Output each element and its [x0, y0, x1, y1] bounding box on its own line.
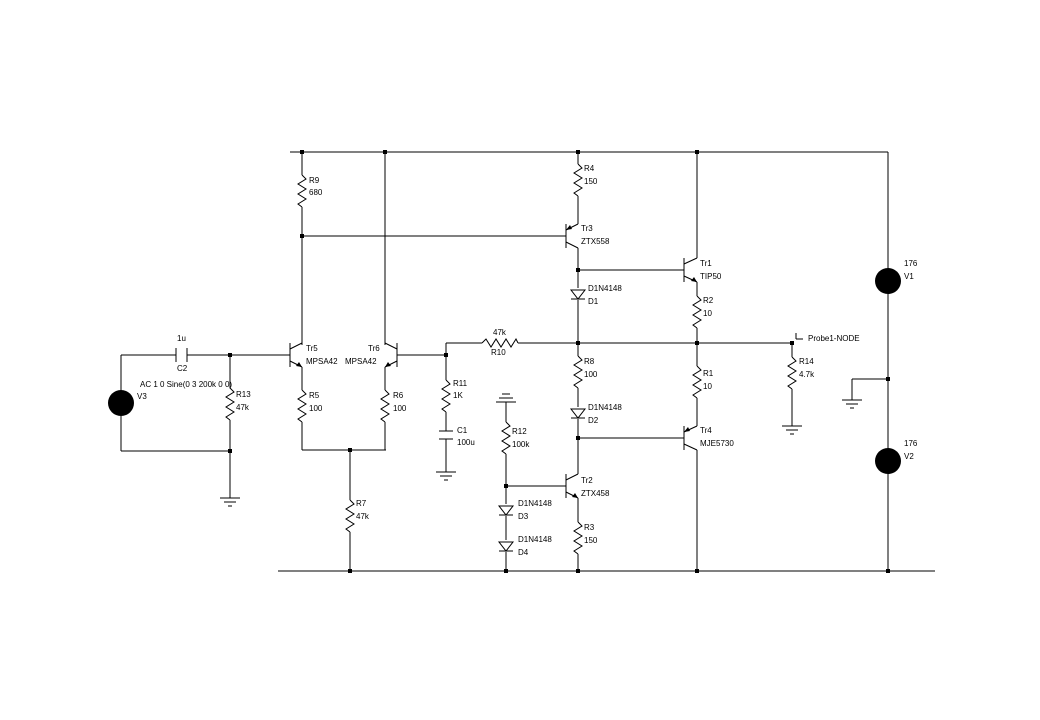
resistor-r4[interactable]: R4 150 [573, 163, 598, 197]
r3-value: 150 [584, 536, 598, 545]
d3-ref: D3 [518, 512, 529, 521]
tr6-value: MPSA42 [345, 357, 377, 366]
tr1-value: TIP50 [700, 272, 722, 281]
transistor-tr6[interactable]: Tr6 MPSA42 [345, 342, 398, 368]
v3-ref: V3 [137, 392, 147, 401]
r12-ref: R12 [512, 427, 527, 436]
resistor-r9[interactable]: R9 680 [297, 174, 323, 208]
r7-value: 47k [356, 512, 370, 521]
probe-label: Probe1-NODE [808, 334, 860, 343]
capacitor-c1[interactable]: C1 100u [439, 426, 475, 447]
r14-value: 4.7k [799, 370, 815, 379]
resistor-r10[interactable]: 47k R10 [481, 328, 519, 357]
d3-value: D1N4148 [518, 499, 552, 508]
transistor-tr2[interactable]: Tr2 ZTX458 [565, 473, 610, 499]
r1-ref: R1 [703, 369, 714, 378]
r4-value: 150 [584, 177, 598, 186]
d2-value: D1N4148 [588, 403, 622, 412]
v1-value: 176 [904, 259, 918, 268]
r8-value: 100 [584, 370, 598, 379]
resistor-r12[interactable]: R12 100k [501, 421, 530, 455]
r9-ref: R9 [309, 176, 320, 185]
diode-d3[interactable]: D1N4148 D3 [497, 499, 552, 521]
r7-ref: R7 [356, 499, 367, 508]
transistor-tr4[interactable]: Tr4 MJE5730 [683, 425, 734, 451]
c2-ref: C2 [177, 364, 188, 373]
v2-ref: V2 [904, 452, 914, 461]
r2-ref: R2 [703, 296, 714, 305]
voltage-source-v2[interactable]: 176 V2 [875, 439, 918, 474]
ground-symbol-r12 [496, 393, 516, 403]
resistor-r14[interactable]: R14 4.7k [787, 356, 815, 390]
tr5-ref: Tr5 [306, 344, 318, 353]
r13-ref: R13 [236, 390, 251, 399]
voltage-source-v3[interactable]: AC 1 0 Sine(0 3 200k 0 0) V3 [108, 380, 232, 416]
r4-ref: R4 [584, 164, 595, 173]
diode-d4[interactable]: D1N4148 D4 [497, 535, 552, 557]
voltage-source-v1[interactable]: 176 V1 [875, 259, 918, 294]
d1-ref: D1 [588, 297, 599, 306]
r10-ref: R10 [491, 348, 506, 357]
r11-value: 1K [453, 391, 463, 400]
resistor-r7[interactable]: R7 47k [345, 499, 370, 533]
transistor-tr3[interactable]: Tr3 ZTX558 [565, 223, 610, 249]
d1-value: D1N4148 [588, 284, 622, 293]
resistor-r1[interactable]: R1 10 [692, 365, 714, 399]
c2-value: 1u [177, 334, 186, 343]
tr4-ref: Tr4 [700, 426, 712, 435]
resistor-r5[interactable]: R5 100 [297, 389, 323, 423]
ground-symbol-c1 [436, 471, 456, 481]
r6-ref: R6 [393, 391, 404, 400]
ground-symbol-r14 [782, 425, 802, 435]
d2-ref: D2 [588, 416, 599, 425]
diode-d1[interactable]: D1N4148 D1 [569, 284, 622, 306]
ground-symbol-input [220, 497, 240, 507]
ground-symbol-supply [842, 399, 862, 409]
resistor-r11[interactable]: R11 1K [441, 379, 468, 413]
r12-value: 100k [512, 440, 530, 449]
d4-ref: D4 [518, 548, 529, 557]
resistor-r13[interactable]: R13 47k [225, 387, 251, 421]
tr6-ref: Tr6 [368, 344, 380, 353]
r9-value: 680 [309, 188, 323, 197]
diode-d2[interactable]: D1N4148 D2 [569, 403, 622, 425]
transistor-tr5[interactable]: Tr5 MPSA42 [289, 342, 338, 368]
r11-ref: R11 [453, 379, 468, 388]
tr4-value: MJE5730 [700, 439, 734, 448]
r5-ref: R5 [309, 391, 320, 400]
tr2-value: ZTX458 [581, 489, 610, 498]
v3-value: AC 1 0 Sine(0 3 200k 0 0) [140, 380, 232, 389]
r10-value: 47k [493, 328, 507, 337]
r14-ref: R14 [799, 357, 814, 366]
r6-value: 100 [393, 404, 407, 413]
junction-dots [228, 150, 890, 573]
r3-ref: R3 [584, 523, 595, 532]
resistor-r2[interactable]: R2 10 [692, 295, 714, 329]
r13-value: 47k [236, 403, 250, 412]
tr3-ref: Tr3 [581, 224, 593, 233]
r2-value: 10 [703, 309, 712, 318]
resistor-r8[interactable]: R8 100 [573, 355, 598, 389]
r1-value: 10 [703, 382, 712, 391]
tr5-value: MPSA42 [306, 357, 338, 366]
c1-ref: C1 [457, 426, 468, 435]
probe-marker[interactable]: Probe1-NODE [795, 333, 860, 343]
resistor-r6[interactable]: R6 100 [380, 389, 407, 423]
tr1-ref: Tr1 [700, 259, 712, 268]
r5-value: 100 [309, 404, 323, 413]
capacitor-c2[interactable]: 1u C2 [175, 334, 188, 373]
v1-ref: V1 [904, 272, 914, 281]
v2-value: 176 [904, 439, 918, 448]
tr3-value: ZTX558 [581, 237, 610, 246]
tr2-ref: Tr2 [581, 476, 593, 485]
c1-value: 100u [457, 438, 475, 447]
transistor-tr1[interactable]: Tr1 TIP50 [683, 257, 722, 283]
r8-ref: R8 [584, 357, 595, 366]
wires [120, 151, 935, 572]
resistor-r3[interactable]: R3 150 [573, 521, 598, 555]
d4-value: D1N4148 [518, 535, 552, 544]
